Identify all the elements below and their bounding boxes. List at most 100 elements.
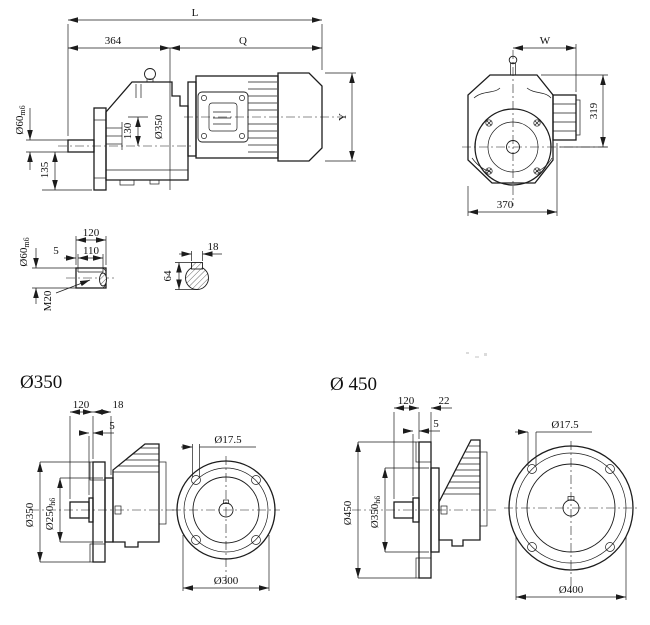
front-housing-outline [467,74,554,184]
dim-case-diameter: Ø350 [153,114,165,139]
f450-housing [438,439,481,547]
dim-w: W [540,35,551,47]
f450-dim-22: 22 [439,395,450,407]
pilot-circle [487,121,539,173]
f450-title: Ø 450 [330,374,377,395]
f350-end-cap [158,461,167,525]
f350-dim-120-18-group: 120 18 [69,399,125,499]
key-end-section [99,272,107,287]
f450-plug [440,505,448,515]
dim-overall-length: L [192,7,199,19]
flange-face-circle [474,108,552,186]
f350-dim-outer-group: Ø350 [24,461,90,563]
shaft-chamfer [102,284,107,289]
sd-dim-110: 110 [83,245,100,257]
dim-motor-height-group: Y [325,72,356,162]
front-view: W 319 370 [462,35,608,216]
dim-motor-height: Y [337,113,349,121]
dim-w-group: W [513,35,577,92]
dim-130-group: 130 [122,116,148,146]
f450-keyway-notch [567,496,575,501]
side-view: L 364 Q Ø60m6 135 130 Ø350 [14,7,356,191]
f450-flange-tab [415,441,420,463]
f450-dim-spigot: Ø350h6 [369,496,382,528]
shaft-center-hole [506,140,520,154]
f450-dim-120-22-group: 120 22 [393,395,452,499]
shaft-chamfer [102,267,107,272]
f350-dim-18: 18 [113,399,125,411]
f350-bolt-hole [191,535,201,545]
flange-450-view: Ø 450 [330,374,638,600]
dim-shaft-diameter: Ø60m6 [14,105,27,134]
dim-135-group: 135 [39,152,92,191]
f350-bolt-circle-line [183,467,269,553]
key-profile [191,262,203,270]
dim-motor-length: Q [239,35,247,47]
lifting-eyebolt [144,68,156,83]
sd-dim-5: 5 [53,245,59,257]
casting-contours [471,87,553,173]
key-section-view: 18 64 [162,241,222,290]
f350-keyway-notch [223,499,229,504]
front-eyebolt [508,55,518,76]
screw-marks [485,119,541,175]
f450-ribs [443,445,480,495]
f450-dim-5: 5 [433,418,439,430]
sd-dim-120-group: 120 [75,227,107,265]
f450-dim-spigot-group: Ø350h6 [369,467,429,553]
dim-319: 319 [588,102,600,119]
f350-dim-120: 120 [73,399,90,411]
f350-bolt-hole [191,475,201,485]
dim-319-group: 319 [541,74,608,148]
f350-bolt-hole [251,475,261,485]
sd-dim-dia: Ø60m6 [18,237,31,266]
f350-center-hole [218,502,234,518]
f450-bolt-hole [605,542,615,552]
f450-bolt-hole [605,464,615,474]
screw-mark [485,119,493,127]
f350-dim-outer: Ø350 [24,502,36,527]
f450-dim-outer: Ø450 [342,500,354,525]
f350-outer-circle [176,460,276,560]
terminal-box [197,91,249,143]
key-dim-18-group: 18 [179,241,222,261]
dim-gear-length: 364 [105,35,122,47]
f450-face-view: Ø17.5 Ø400 [504,419,638,600]
housing-foot [119,179,135,186]
f350-dim-spigot: Ø250h6 [44,498,57,530]
housing-detail-lines [106,84,188,171]
f350-dim-spigot-group: Ø250h6 [44,477,103,543]
terminal-box-screw [201,95,207,101]
dim-shaft-dia-group: Ø60m6 [14,105,68,170]
f350-dim-boltcircle-group: Ø300 [182,535,270,591]
dim-370: 370 [497,199,514,211]
dim-130: 130 [122,122,134,139]
key-dim-64: 64 [162,270,174,282]
sd-dim-dia-group: Ø60m6 [18,237,76,304]
f350-housing [112,443,160,548]
cooling-fins [248,81,277,153]
f350-flange-plate [92,461,106,563]
f350-flange-tab [89,543,94,563]
terminal-box-screw [201,133,207,139]
f450-inner-circle [526,463,616,553]
f350-inner-circle [192,476,260,544]
f450-bolt-hole [527,464,537,474]
sd-dim-120: 120 [83,227,100,239]
f450-flange-tab [415,557,420,579]
terminal-box-screw [239,95,245,101]
f350-dim-boltcircle: Ø300 [214,575,239,587]
motor-adapter-flange [187,81,197,157]
f350-dim-hole-group: Ø17.5 [181,434,256,477]
f450-dim-5-group: 5 [403,418,440,496]
gear-housing [105,81,189,181]
terminal-box-screw [239,133,245,139]
screw-mark [533,119,541,127]
print-artifact [466,352,487,358]
fan-cowl [277,72,323,162]
f350-flange-tab [89,461,94,481]
screw-mark [533,167,541,175]
f350-bolt-hole [251,535,261,545]
f350-title: Ø350 [20,372,62,393]
